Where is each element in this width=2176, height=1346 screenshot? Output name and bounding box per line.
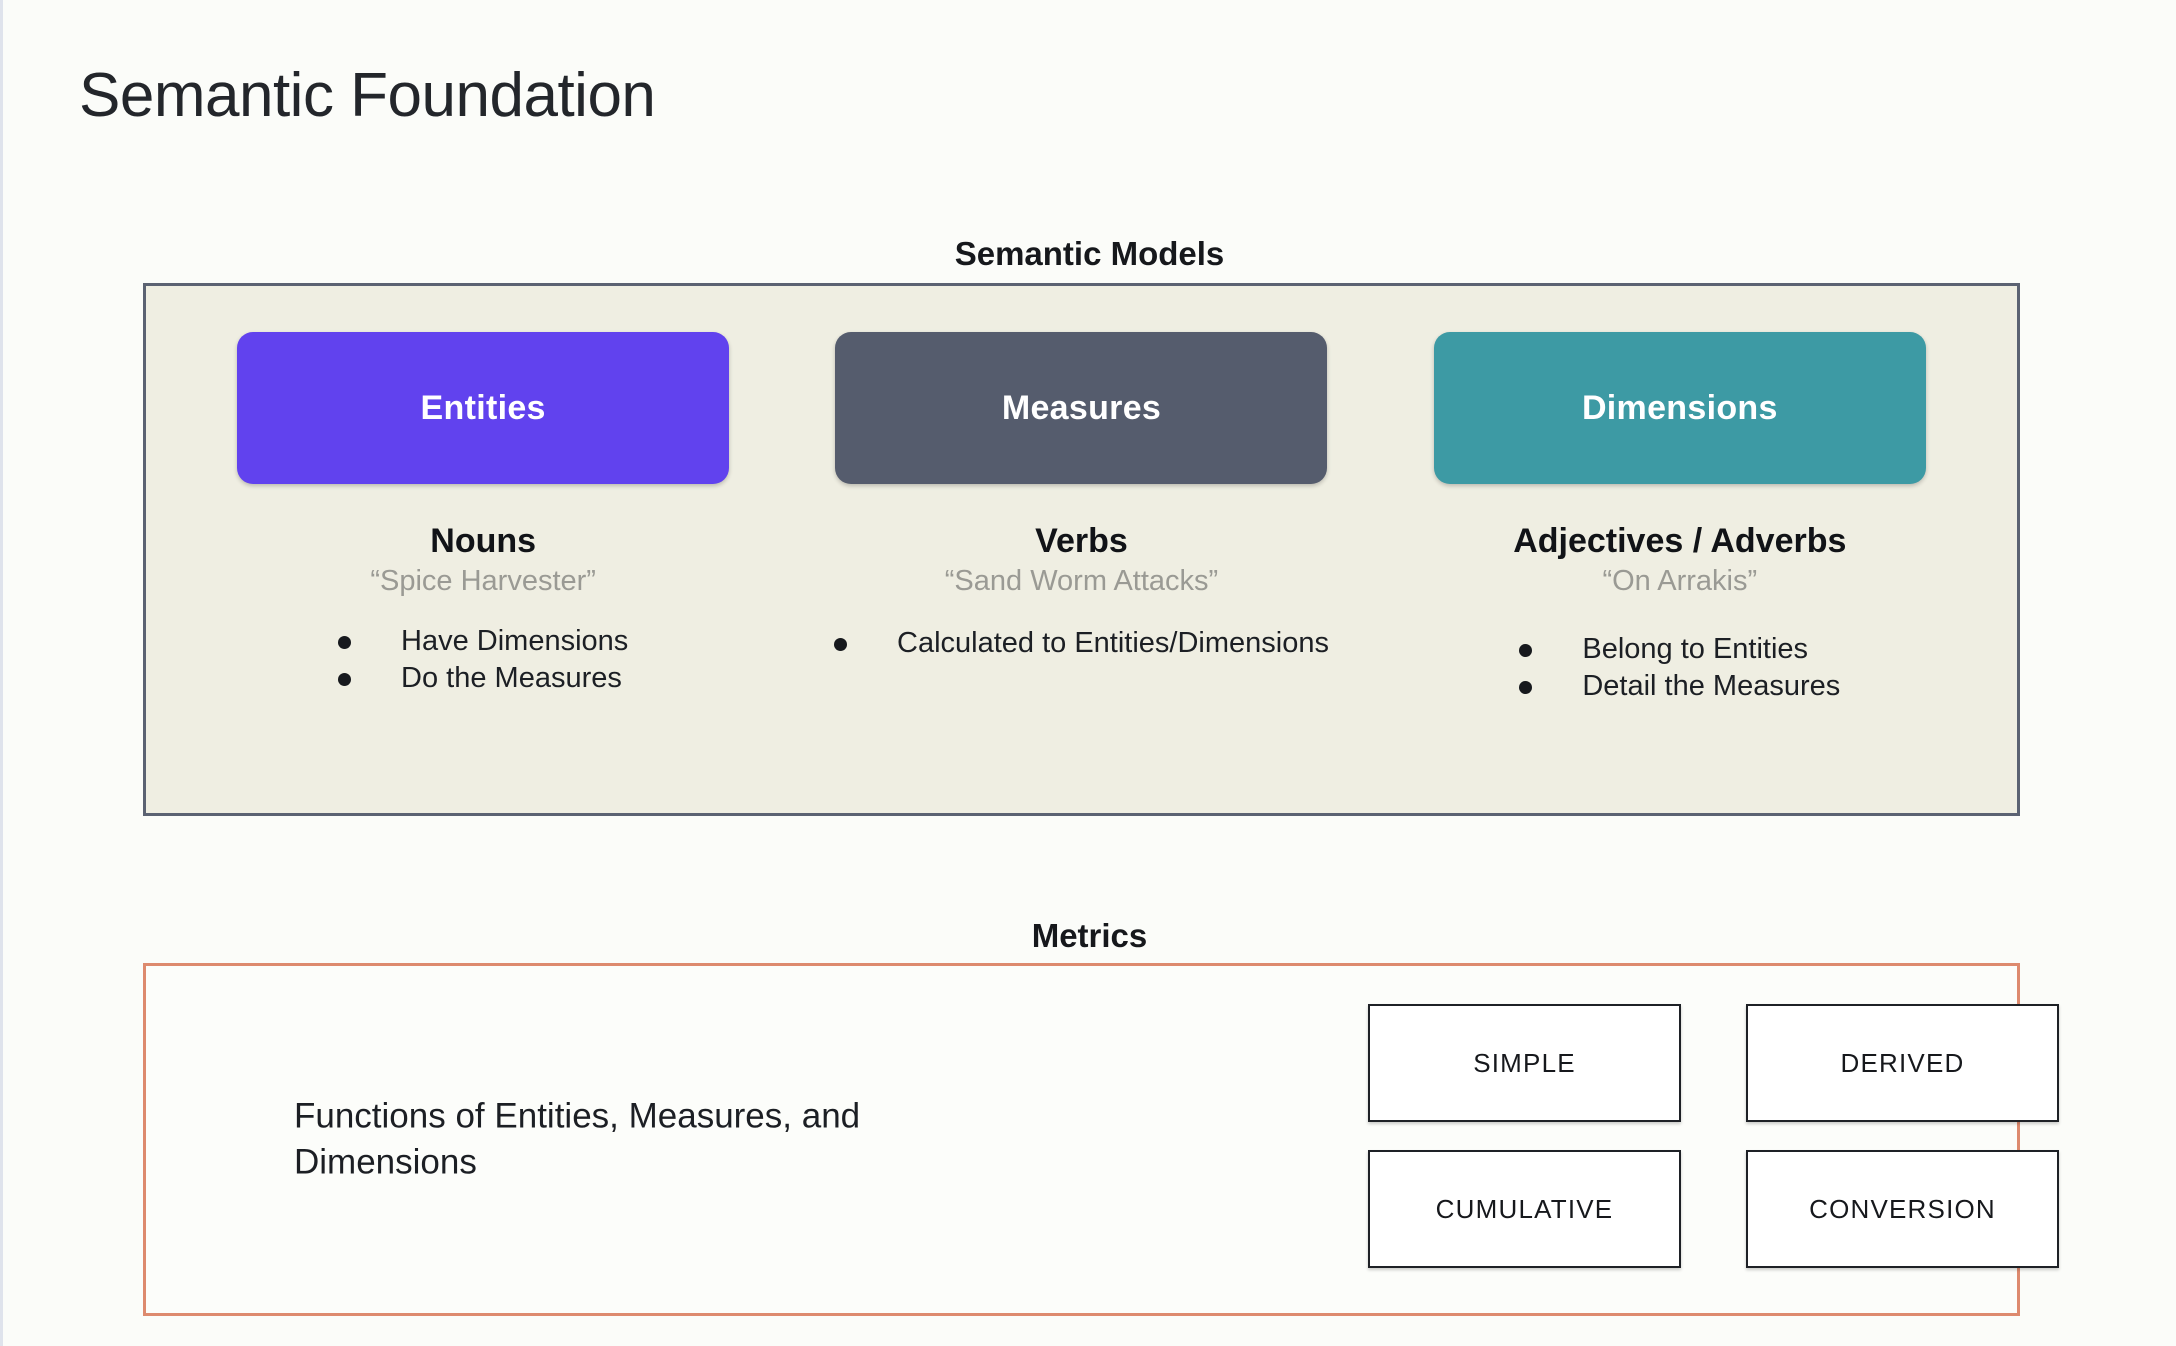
metric-box-cumulative[interactable]: CUMULATIVE — [1368, 1150, 1681, 1268]
metrics-panel: Functions of Entities, Measures, and Dim… — [143, 963, 2059, 1316]
dimensions-pill[interactable]: Dimensions — [1433, 332, 1926, 484]
entities-example: “Spice Harvester” — [370, 565, 596, 597]
bullet-dot-icon — [834, 638, 847, 651]
semantic-column-entities: Entities Nouns “Spice Harvester” Have Di… — [184, 286, 782, 813]
list-item: Belong to Entities — [1519, 632, 1840, 667]
entities-bullet-list: Have Dimensions Do the Measures — [338, 624, 628, 699]
metric-box-simple[interactable]: SIMPLE — [1368, 1004, 1681, 1122]
semantic-column-dimensions: Dimensions Adjectives / Adverbs “On Arra… — [1381, 286, 1979, 813]
metrics-heading: Metrics — [1031, 917, 1148, 954]
entities-bullet-1: Have Dimensions — [401, 625, 629, 657]
list-item: Detail the Measures — [1519, 669, 1840, 704]
semantic-column-measures: Measures Verbs “Sand Worm Attacks” Calcu… — [782, 286, 1380, 813]
page-title: Semantic Foundation — [79, 61, 656, 130]
semantic-models-columns: Entities Nouns “Spice Harvester” Have Di… — [146, 286, 2017, 813]
bullet-dot-icon — [1519, 681, 1533, 695]
metric-type-grid: SIMPLE DERIVED CUMULATIVE CONVERSION — [1368, 1004, 2059, 1268]
measures-bullet-list: Calculated to Entities/Dimensions — [834, 626, 1329, 663]
dimensions-bullet-1: Belong to Entities — [1582, 633, 1809, 665]
entities-pill[interactable]: Entities — [237, 332, 730, 484]
dimensions-bullet-list: Belong to Entities Detail the Measures — [1519, 632, 1840, 707]
measures-example: “Sand Worm Attacks” — [944, 565, 1219, 597]
bullet-dot-icon — [1519, 644, 1533, 657]
metric-box-conversion[interactable]: CONVERSION — [1746, 1150, 2059, 1268]
semantic-models-heading: Semantic Models — [954, 235, 1225, 272]
bullet-dot-icon — [338, 673, 352, 687]
list-item: Calculated to Entities/Dimensions — [834, 626, 1329, 661]
metrics-caption: Functions of Entities, Measures, and Dim… — [294, 1095, 861, 1182]
list-item: Do the Measures — [338, 661, 628, 696]
measures-pill[interactable]: Measures — [835, 332, 1328, 484]
dimensions-bullet-2: Detail the Measures — [1582, 670, 1841, 703]
list-item: Have Dimensions — [338, 624, 628, 659]
dimensions-part-of-speech: Adjectives / Adverbs — [1513, 522, 1847, 560]
metric-box-derived[interactable]: DERIVED — [1746, 1004, 2059, 1122]
dimensions-example: “On Arrakis” — [1602, 565, 1758, 597]
measures-bullet-1: Calculated to Entities/Dimensions — [897, 627, 1329, 659]
semantic-models-panel: Entities Nouns “Spice Harvester” Have Di… — [143, 283, 2020, 816]
entities-bullet-2: Do the Measures — [401, 662, 622, 695]
bullet-dot-icon — [338, 636, 352, 649]
entities-part-of-speech: Nouns — [430, 522, 537, 560]
measures-part-of-speech: Verbs — [1035, 522, 1128, 560]
